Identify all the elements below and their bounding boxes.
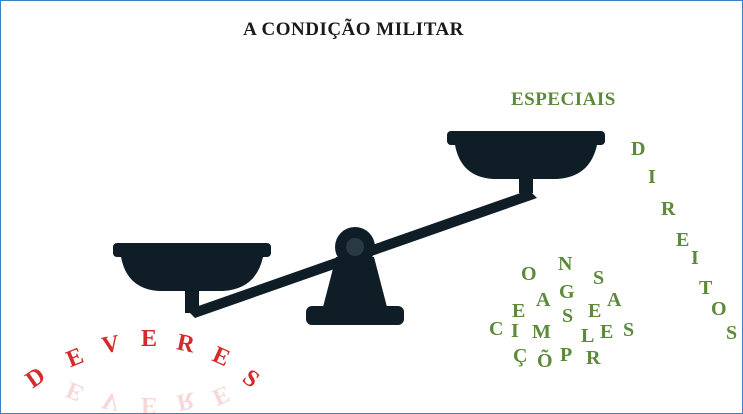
direitos-letter: D [631, 138, 646, 160]
pile-letter: E [588, 300, 602, 322]
pile-letter: O [521, 263, 537, 285]
deveres-letter: E [141, 326, 158, 352]
pile-letter: S [562, 305, 574, 327]
direitos-letter: O [711, 298, 727, 320]
pile-letter: L [581, 325, 595, 347]
pile-letter: I [511, 320, 519, 342]
direitos-letter: I [691, 247, 699, 269]
pile-letter: A [536, 289, 551, 311]
diagram-title: A CONDIÇÃO MILITAR [243, 19, 464, 40]
left-pan-bowl [121, 257, 263, 291]
pile-letter: N [558, 253, 573, 275]
scale-post [323, 257, 387, 307]
right-pan-rim [447, 131, 605, 145]
pile-letter: C [489, 318, 504, 340]
direitos-letter: S [726, 322, 738, 344]
direitos-letter: E [676, 229, 690, 251]
pile-letter: A [607, 289, 622, 311]
direitos-letter: T [699, 277, 713, 299]
pile-letter: S [623, 319, 635, 341]
scale-base [306, 306, 404, 325]
right-pan-stem [519, 159, 533, 193]
pile-letter: G [559, 281, 575, 303]
pile-letter: S [593, 267, 605, 289]
direitos-letter: I [648, 166, 656, 188]
pile-letter: E [600, 321, 614, 343]
left-pan-rim [113, 243, 271, 257]
pile-letter: E [512, 300, 526, 322]
pile-letter: R [586, 347, 601, 369]
pile-letter: P [560, 344, 573, 366]
left-pan-stem [185, 289, 199, 313]
deveres-reflection: E [141, 392, 158, 414]
pile-letter: M [532, 321, 551, 343]
especiais-label: ESPECIAIS [511, 89, 616, 110]
direitos-letter: R [661, 198, 676, 220]
pile-letter: Ç [513, 345, 528, 367]
pile-letter: Õ [537, 350, 553, 372]
